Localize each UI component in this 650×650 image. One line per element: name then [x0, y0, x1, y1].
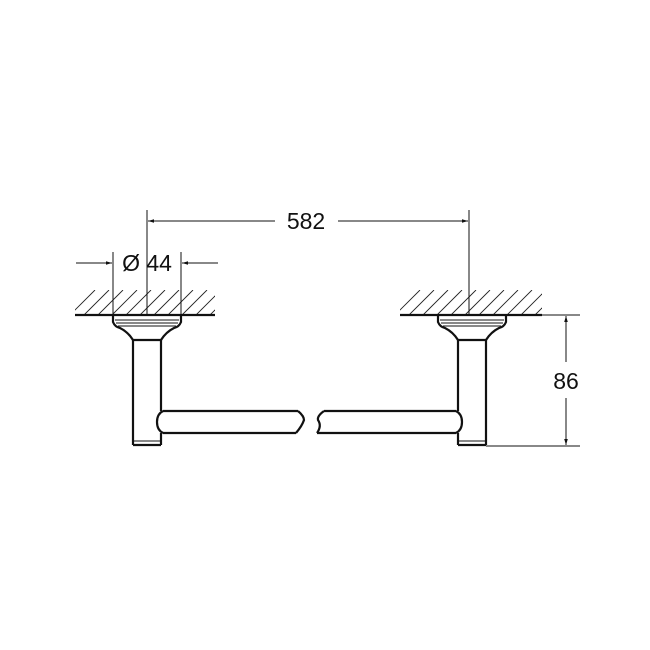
dimension-length-label: 582 [287, 208, 325, 234]
right-bar-end [455, 410, 464, 434]
bar-break-right [316, 410, 325, 434]
left-bar-end [155, 410, 164, 434]
right-wall-mount [436, 315, 508, 447]
right-wall-hatch [400, 290, 542, 317]
dimension-diameter-label: Ø 44 [122, 250, 172, 276]
left-wall-hatch [75, 290, 215, 317]
dimension-length: 582 [146, 208, 470, 315]
left-wall-mount [111, 315, 183, 447]
towel-bar [155, 409, 464, 435]
dimension-projection-label: 86 [553, 368, 579, 394]
dimension-projection: 86 [486, 314, 580, 447]
right-flange [436, 315, 508, 342]
dimension-flange-diameter: Ø 44 [76, 250, 218, 315]
left-flange [111, 315, 183, 342]
bar-break-left [295, 410, 306, 434]
